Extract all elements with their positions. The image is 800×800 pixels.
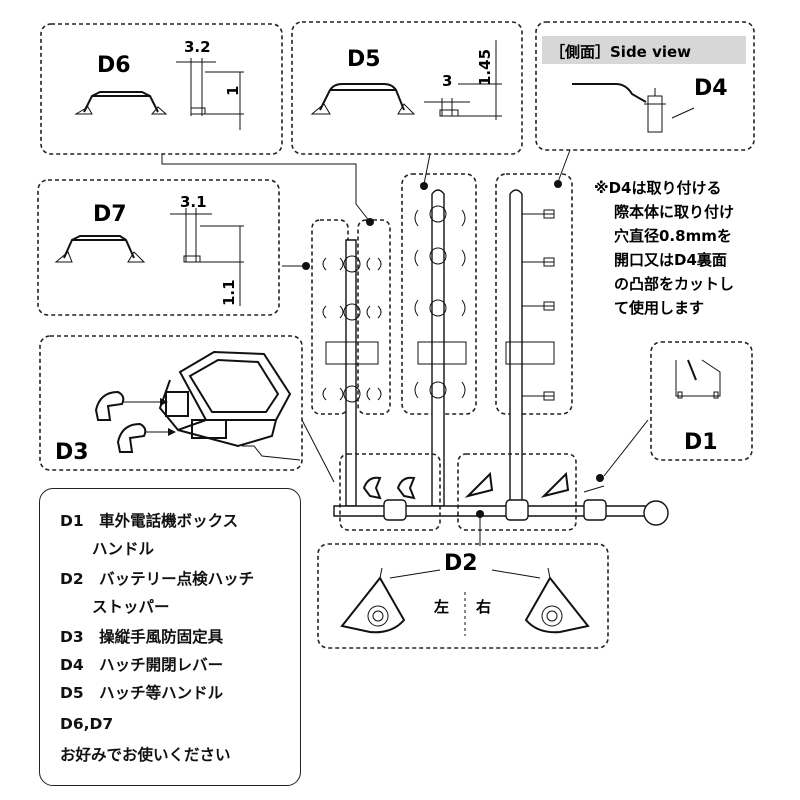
sprue-runner-frame <box>161 149 669 526</box>
legend-text: 車外電話機ボックス <box>99 512 239 530</box>
d5-detail: D5 3 1.45 <box>291 21 523 155</box>
legend-row-d6-d7: D6,D7 <box>60 715 113 733</box>
d6-height-dimension: 1 <box>224 86 242 96</box>
d6-label: D6 <box>97 53 131 78</box>
d2-label: D2 <box>444 551 478 576</box>
d5-handle-shape <box>310 83 416 115</box>
d2-left-label: 左 <box>433 598 449 616</box>
d2-detail: D2 左 右 <box>317 543 609 649</box>
d7-column-frame <box>311 219 349 415</box>
d4-detail-frame <box>535 21 755 151</box>
legend-code: D3 <box>60 628 84 646</box>
legend-row-d3: D3 操縦手風防固定具 <box>60 625 223 647</box>
legend-row-d5: D5 ハッチ等ハンドル <box>60 681 223 703</box>
parts-legend: D1 車外電話機ボックス ハンドル D2 バッテリー点検ハッチ ストッパー D3… <box>39 488 301 786</box>
windscreen-assembly <box>158 350 301 461</box>
d6-width-dimension: 3.2 <box>184 38 211 56</box>
d3-detail: D3 <box>39 335 303 471</box>
note-line-3: 穴直径0.8mmを <box>614 227 732 245</box>
legend-text: お好みでお使いください <box>60 746 231 764</box>
d3-clip-parts <box>94 390 176 453</box>
d2-left-stopper <box>340 567 441 634</box>
d2-right-stopper <box>491 567 590 634</box>
note-line-2: 際本体に取り付け <box>614 203 734 221</box>
legend-code: D1 <box>60 512 84 530</box>
runner-lower-parts <box>339 453 605 546</box>
d3-runner-frame <box>339 453 441 531</box>
legend-code: D2 <box>60 570 84 588</box>
side-view-title: ［側面］Side view <box>550 43 691 61</box>
d5-detail-frame <box>291 21 523 155</box>
d4-label: D4 <box>694 76 728 101</box>
legend-text: ハッチ等ハンドル <box>99 684 224 702</box>
d5-height-dimension: 1.45 <box>476 49 494 86</box>
legend-text: ハンドル <box>92 540 155 558</box>
d5-label: D5 <box>347 47 381 72</box>
d4-lever-shape <box>572 83 695 133</box>
d6-detail-frame <box>40 23 283 155</box>
legend-row-optional: お好みでお使いください <box>60 743 231 765</box>
d6-detail: D6 3.2 1 <box>40 23 283 155</box>
legend-row-d2-cont: ストッパー <box>92 595 170 617</box>
d3-detail-frame <box>39 335 303 471</box>
note-line-6: て使用します <box>614 299 704 317</box>
legend-row-d1: D1 車外電話機ボックス <box>60 509 238 531</box>
side-view-header <box>542 36 746 64</box>
d6-column-frame <box>357 219 391 415</box>
legend-code: D5 <box>60 684 84 702</box>
d5-profile <box>424 40 502 120</box>
d7-width-dimension: 3.1 <box>180 193 207 211</box>
d6-profile <box>176 58 244 130</box>
legend-text: ストッパー <box>92 598 170 616</box>
d6-handle-shape <box>74 91 168 115</box>
note-line-4: 開口又はD4裏面 <box>614 251 727 269</box>
legend-text: 操縦手風防固定具 <box>99 628 224 646</box>
legend-text: ハッチ開閉レバー <box>99 656 224 674</box>
d2-right-label: 右 <box>476 598 491 616</box>
d7-profile <box>170 208 244 306</box>
legend-text: D6,D7 <box>60 715 114 733</box>
note-line-1: ※D4は取り付ける <box>594 179 721 197</box>
legend-row-d2: D2 バッテリー点検ハッチ <box>60 567 254 589</box>
legend-row-d4: D4 ハッチ開閉レバー <box>60 653 223 675</box>
d7-detail: D7 3.1 1.1 <box>37 179 280 316</box>
d1-label: D1 <box>684 430 718 455</box>
d1-handle-shape <box>675 359 721 399</box>
d2-detail-frame <box>317 543 609 649</box>
d3-label: D3 <box>55 440 89 465</box>
d7-detail-frame <box>37 179 280 316</box>
d7-handle-shape <box>54 235 146 263</box>
mounting-note: ※D4は取り付ける 際本体に取り付け 穴直径0.8mmを 開口又はD4裏面 の凸… <box>594 179 734 317</box>
legend-row-d1-cont: ハンドル <box>92 537 154 559</box>
d4-column-frame <box>495 173 573 415</box>
legend-text: バッテリー点検ハッチ <box>99 570 255 588</box>
d7-height-dimension: 1.1 <box>220 279 238 306</box>
d1-detail: D1 <box>650 341 753 461</box>
legend-code: D4 <box>60 656 84 674</box>
d2-runner-frame <box>457 453 577 531</box>
d5-width-dimension: 3 <box>442 72 452 90</box>
d4-detail: ［側面］Side view D4 <box>535 21 755 151</box>
note-line-5: の凸部をカットし <box>614 275 734 293</box>
d7-label: D7 <box>93 202 127 227</box>
runner-small-parts <box>322 205 555 403</box>
